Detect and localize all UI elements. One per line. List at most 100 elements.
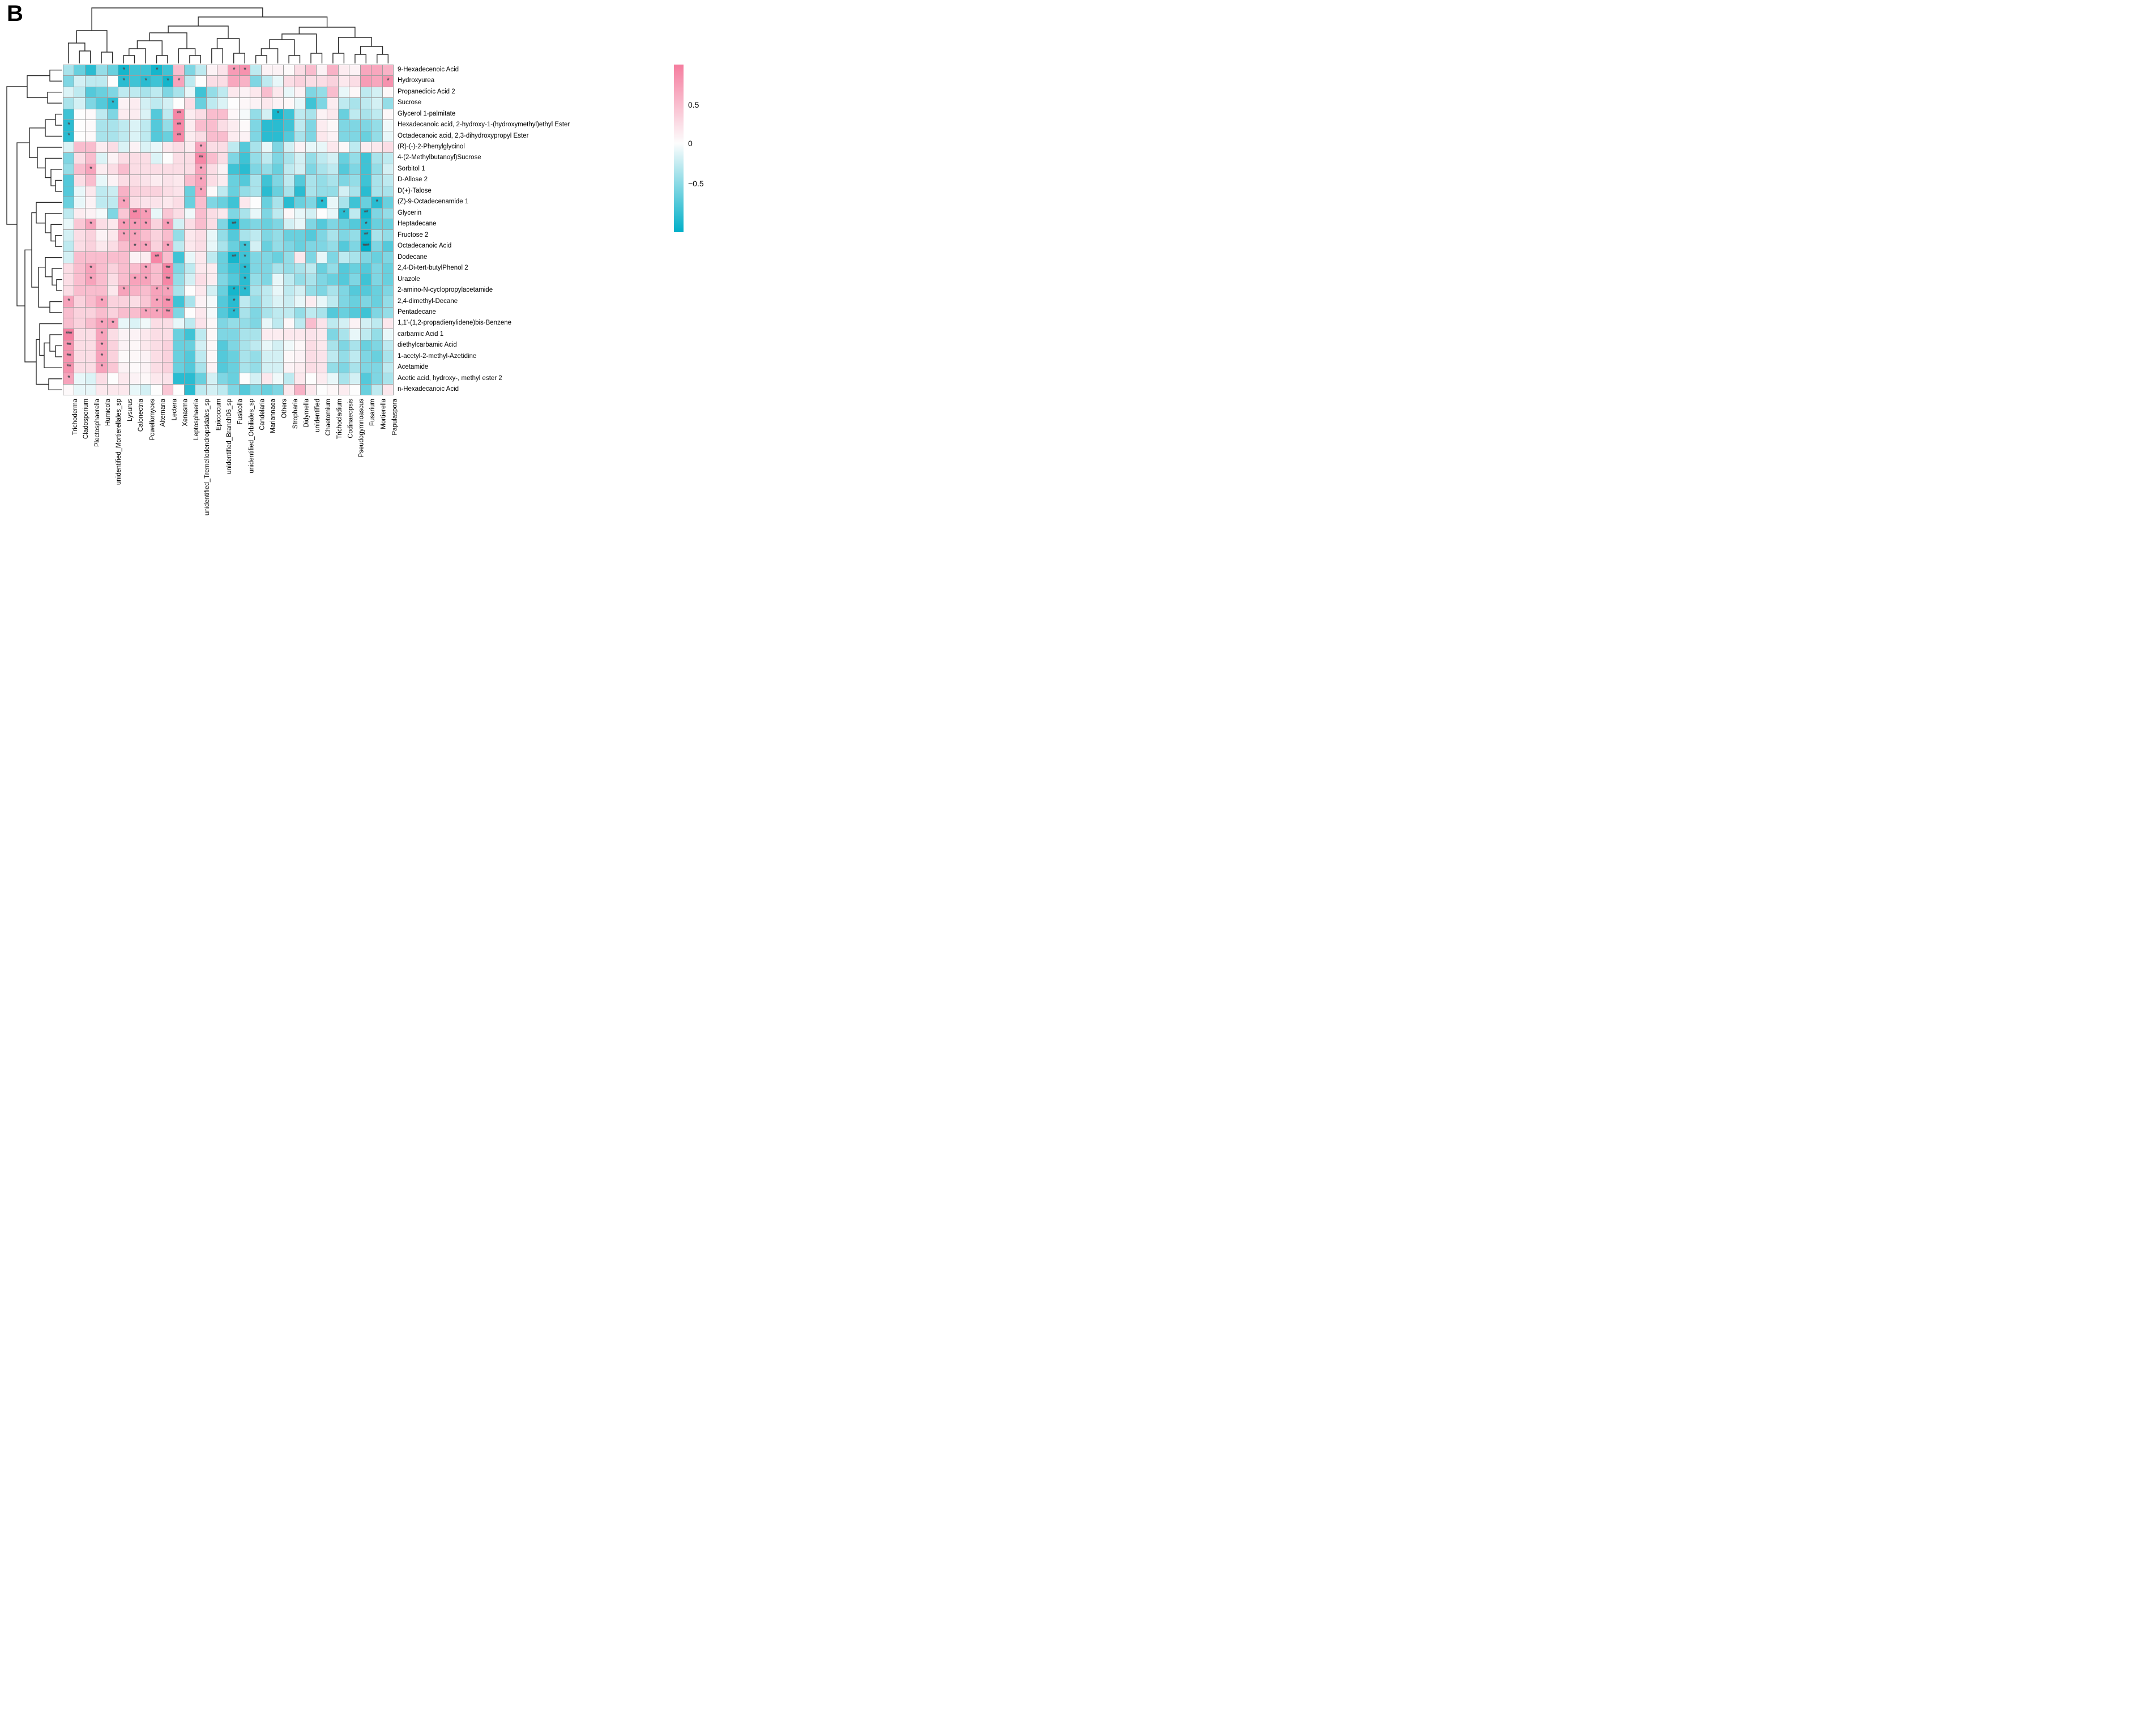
heatmap-cell <box>173 230 184 241</box>
heatmap-cell <box>305 120 316 131</box>
heatmap-cell <box>162 208 173 219</box>
heatmap-cell <box>239 351 250 362</box>
heatmap-cell <box>382 384 393 395</box>
heatmap-cell: ** <box>360 230 371 241</box>
row-dendrogram <box>6 70 62 390</box>
significance-star: * <box>67 296 70 305</box>
heatmap-cell <box>283 186 294 197</box>
heatmap-cell <box>162 340 173 351</box>
heatmap-cell <box>107 340 118 351</box>
heatmap-cell: * <box>228 307 239 318</box>
heatmap-cell <box>305 109 316 120</box>
heatmap-cell <box>228 373 239 384</box>
heatmap-cell <box>338 230 349 241</box>
heatmap-cell: * <box>382 76 393 87</box>
heatmap-cell <box>63 153 74 164</box>
heatmap-cell <box>371 65 382 76</box>
heatmap-cell <box>283 263 294 274</box>
heatmap-cell <box>272 252 283 263</box>
row-label: Dodecane <box>398 253 428 261</box>
heatmap-cell <box>250 208 261 219</box>
heatmap-cell <box>85 208 96 219</box>
heatmap-cell <box>239 208 250 219</box>
heatmap-cell <box>151 175 162 186</box>
heatmap-cell <box>217 186 228 197</box>
significance-star: * <box>199 186 203 195</box>
heatmap-cell <box>96 241 107 252</box>
heatmap-cell <box>151 384 162 395</box>
heatmap-cell <box>85 186 96 197</box>
heatmap-cell <box>129 164 140 175</box>
heatmap-cell <box>250 329 261 340</box>
heatmap-cell <box>360 98 371 109</box>
heatmap-cell <box>261 120 272 131</box>
heatmap-cell <box>74 252 85 263</box>
significance-star: * <box>199 176 203 184</box>
heatmap-cell <box>239 109 250 120</box>
heatmap-cell <box>239 296 250 307</box>
column-label: Papulaspora <box>391 399 399 436</box>
significance-star: * <box>100 351 104 360</box>
heatmap-cell <box>96 197 107 208</box>
heatmap-cell <box>74 296 85 307</box>
heatmap-cell <box>371 131 382 142</box>
heatmap-cell <box>283 87 294 98</box>
heatmap-cell <box>184 164 195 175</box>
heatmap-cell <box>327 362 338 373</box>
heatmap-cell <box>338 296 349 307</box>
heatmap-cell: * <box>118 65 129 76</box>
heatmap-cell <box>140 142 151 153</box>
heatmap-cell <box>261 131 272 142</box>
heatmap-cell <box>118 131 129 142</box>
heatmap-cell <box>162 230 173 241</box>
heatmap-cell <box>316 208 327 219</box>
heatmap-cell <box>96 98 107 109</box>
heatmap-cell: * <box>195 175 206 186</box>
heatmap-cell <box>151 318 162 329</box>
heatmap-cell: * <box>63 373 74 384</box>
heatmap-cell <box>63 65 74 76</box>
heatmap-cell: * <box>63 120 74 131</box>
heatmap-cell <box>261 76 272 87</box>
heatmap-cell: * <box>96 318 107 329</box>
heatmap-cell <box>305 87 316 98</box>
heatmap-cell <box>294 175 305 186</box>
heatmap-cell <box>107 285 118 296</box>
heatmap-cell <box>261 98 272 109</box>
heatmap-cell <box>173 65 184 76</box>
heatmap-cell <box>382 186 393 197</box>
heatmap-cell <box>360 164 371 175</box>
heatmap-cell: * <box>272 109 283 120</box>
heatmap-cell <box>173 197 184 208</box>
heatmap-cell <box>195 65 206 76</box>
heatmap-cell <box>294 285 305 296</box>
heatmap-cell <box>195 219 206 230</box>
heatmap-cell <box>173 263 184 274</box>
heatmap-cell <box>239 329 250 340</box>
column-label: Chaetomium <box>325 399 332 436</box>
column-label: Calonectria <box>138 399 145 432</box>
heatmap-cell <box>349 373 360 384</box>
heatmap-cell <box>63 230 74 241</box>
heatmap-cell <box>338 142 349 153</box>
row-label: Hexadecanoic acid, 2-hydroxy-1-(hydroxym… <box>398 121 570 129</box>
row-label: Octadecanoic acid, 2,3-dihydroxypropyl E… <box>398 132 529 139</box>
heatmap-cell <box>250 230 261 241</box>
heatmap-cell <box>151 186 162 197</box>
significance-star: * <box>177 76 181 85</box>
heatmap-cell <box>74 373 85 384</box>
significance-star: * <box>244 263 246 272</box>
heatmap-cell <box>140 197 151 208</box>
significance-star: * <box>89 219 92 228</box>
heatmap-cell <box>118 142 129 153</box>
heatmap-cell <box>195 98 206 109</box>
heatmap-cell: ** <box>228 219 239 230</box>
heatmap-cell <box>250 65 261 76</box>
heatmap-cell <box>74 219 85 230</box>
heatmap-cell <box>173 384 184 395</box>
heatmap-cell <box>294 120 305 131</box>
heatmap-cell <box>151 109 162 120</box>
heatmap-cell <box>96 164 107 175</box>
column-label: Mariannaea <box>270 399 277 433</box>
heatmap-cell <box>294 142 305 153</box>
